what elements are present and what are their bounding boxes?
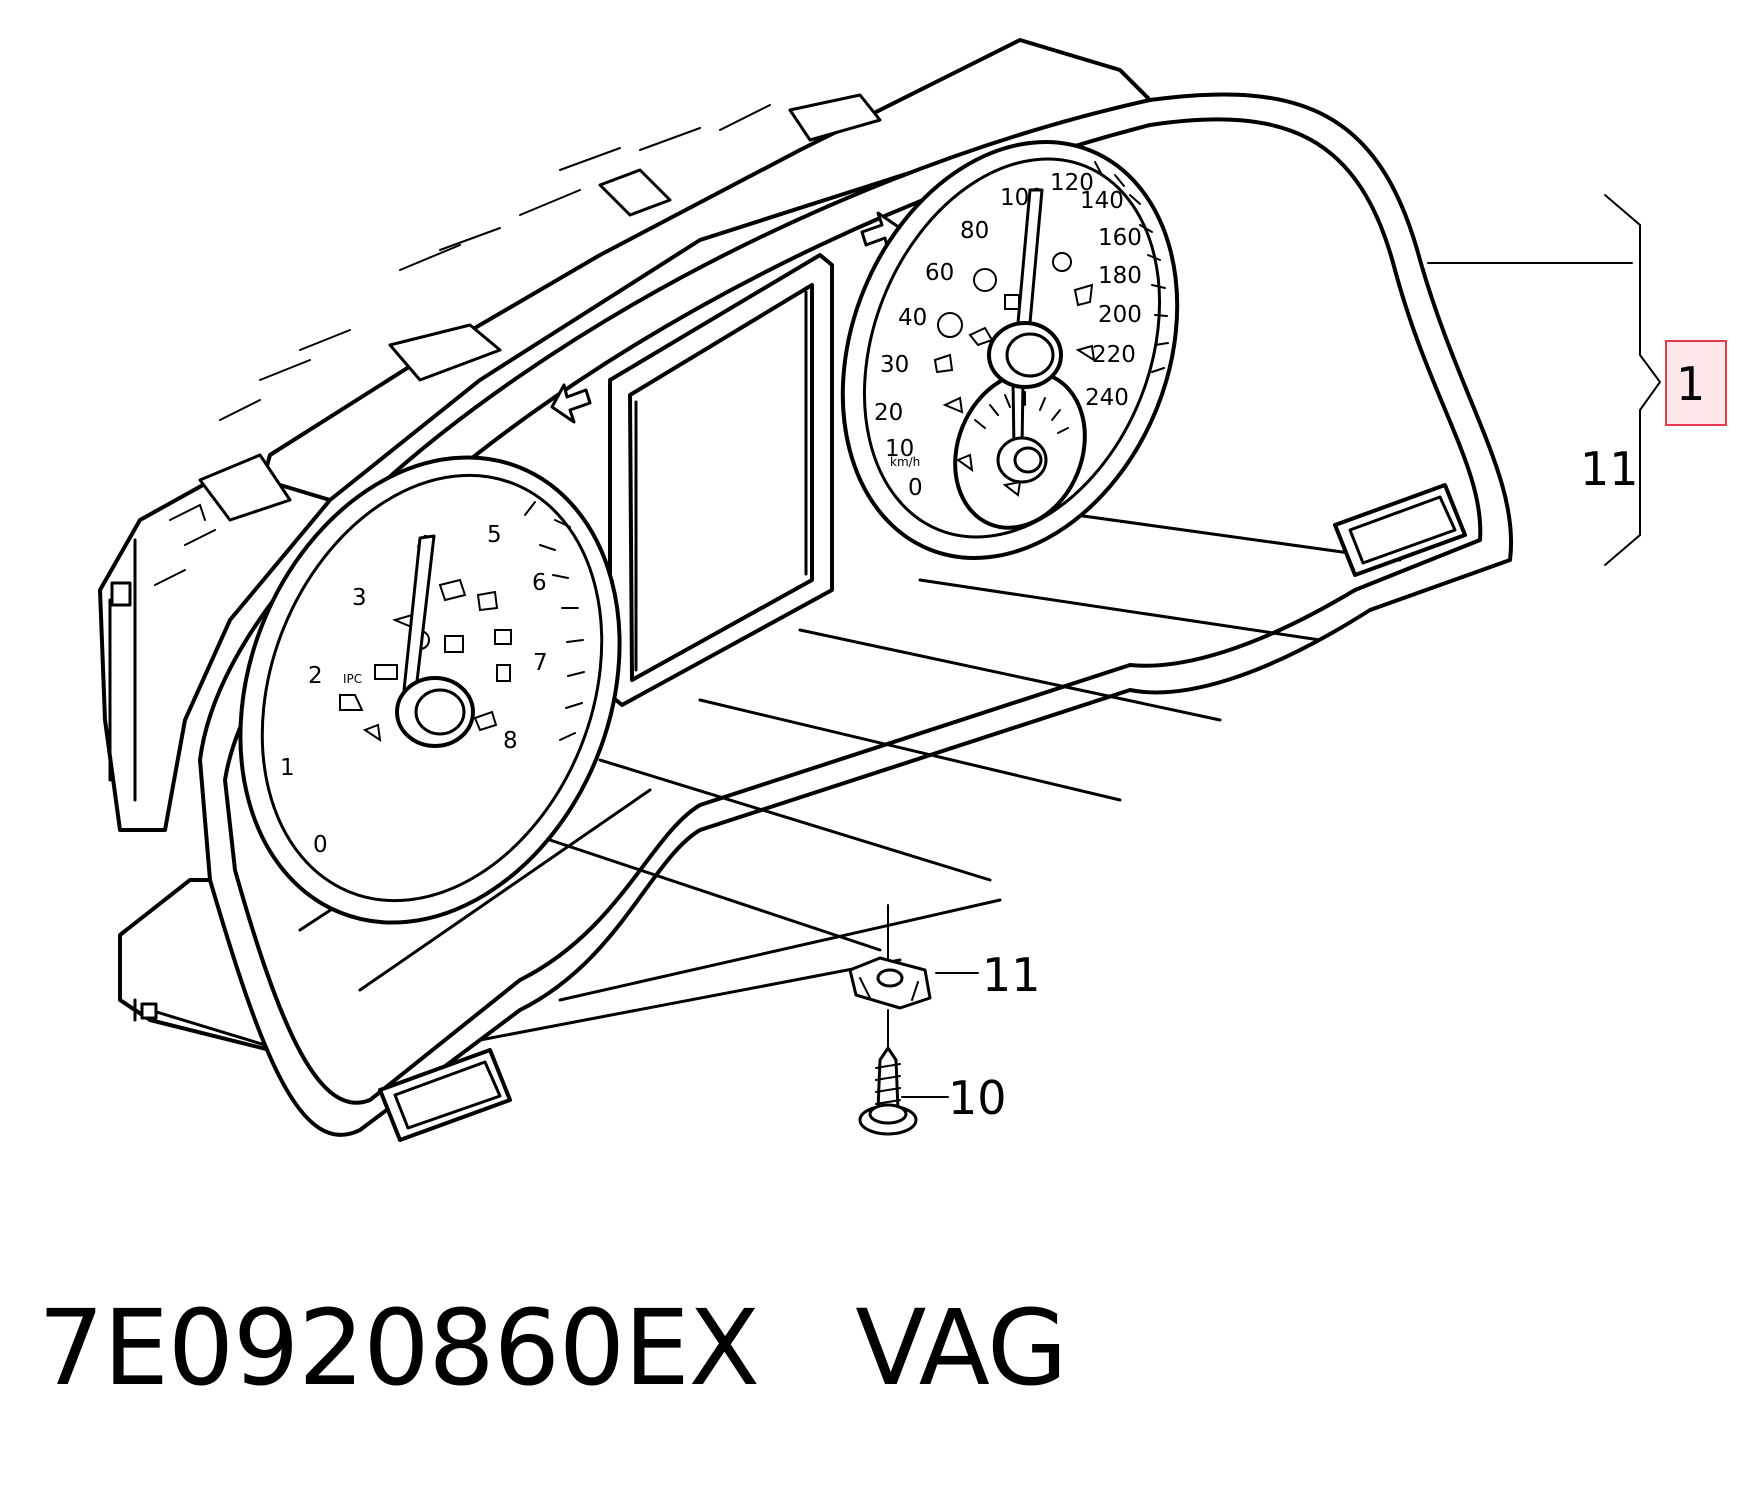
speed-tick-140: 140 [1080, 188, 1124, 214]
high-beam-icon [494, 629, 512, 645]
tach-tick-1: 1 [280, 755, 295, 781]
bracket-callout: 11 [1580, 442, 1639, 496]
part-number-caption: 7E0920860EX VAG [38, 1296, 1068, 1400]
door-icon [496, 664, 511, 682]
epc-icon [942, 396, 964, 414]
speed-warning-lamps [933, 252, 1096, 414]
assembly-callout: 1 [1676, 357, 1705, 411]
speed-tick-120: 120 [1050, 170, 1094, 196]
engine-icon [473, 710, 498, 732]
speed-tick-10: 10 [885, 436, 914, 462]
tach-tick-8: 8 [503, 728, 518, 754]
clip-callout: 11 [982, 948, 1041, 1002]
speed-tick-160: 160 [1098, 225, 1142, 251]
tachometer: 0 1 2 3 4 5 6 7 8 IPC [238, 455, 622, 925]
glow-plug-icon [933, 353, 954, 374]
cluster-rear-housing [98, 38, 1162, 1052]
speed-tick-20: 20 [874, 400, 903, 426]
speedometer: 0 10 km/h 20 30 40 60 80 100 120 140 160… [840, 140, 1180, 560]
assembly-callout-highlight [1665, 340, 1727, 426]
part-number: 7E0920860EX [38, 1287, 760, 1409]
speed-tick-30: 30 [880, 352, 909, 378]
parking-light-icon [1075, 344, 1096, 362]
screw: 10 [858, 1009, 1007, 1136]
speed-tick-180: 180 [1098, 263, 1142, 289]
brake-icon [973, 268, 997, 292]
tach-tick-0: 0 [313, 832, 328, 858]
speed-tick-240: 240 [1085, 385, 1129, 411]
tach-tick-3: 3 [352, 585, 367, 611]
speed-tick-0: 0 [908, 475, 923, 501]
assembly-bracket: 1 11 [1427, 194, 1727, 566]
turn-left-arrow-icon [550, 383, 592, 424]
coolant-icon [1073, 283, 1094, 307]
speed-tick-60: 60 [925, 260, 954, 286]
cruise-icon [1052, 252, 1072, 272]
seatbelt-icon [339, 694, 364, 711]
speed-tick-40: 40 [898, 305, 927, 331]
tach-tick-2: 2 [308, 663, 323, 689]
tach-label: IPC [343, 672, 362, 686]
fog-light-icon [438, 578, 467, 602]
tach-tick-7: 7 [533, 650, 548, 676]
cluster-bezel-frame [198, 92, 1514, 1142]
tach-tick-5: 5 [487, 522, 502, 548]
oil-icon [362, 723, 382, 743]
screw-callout: 10 [948, 1071, 1007, 1125]
speed-tick-200: 200 [1098, 302, 1142, 328]
speed-tick-80: 80 [960, 218, 989, 244]
tach-tick-6: 6 [532, 570, 547, 596]
speed-unit: km/h [890, 455, 920, 469]
battery-icon [374, 664, 398, 680]
clip-nut: 11 [848, 904, 1041, 1010]
fuel-icon [444, 635, 464, 653]
brand-name: VAG [855, 1287, 1067, 1409]
abs-icon [937, 312, 963, 338]
headlight-icon [476, 590, 499, 612]
speed-tick-220: 220 [1092, 342, 1136, 368]
